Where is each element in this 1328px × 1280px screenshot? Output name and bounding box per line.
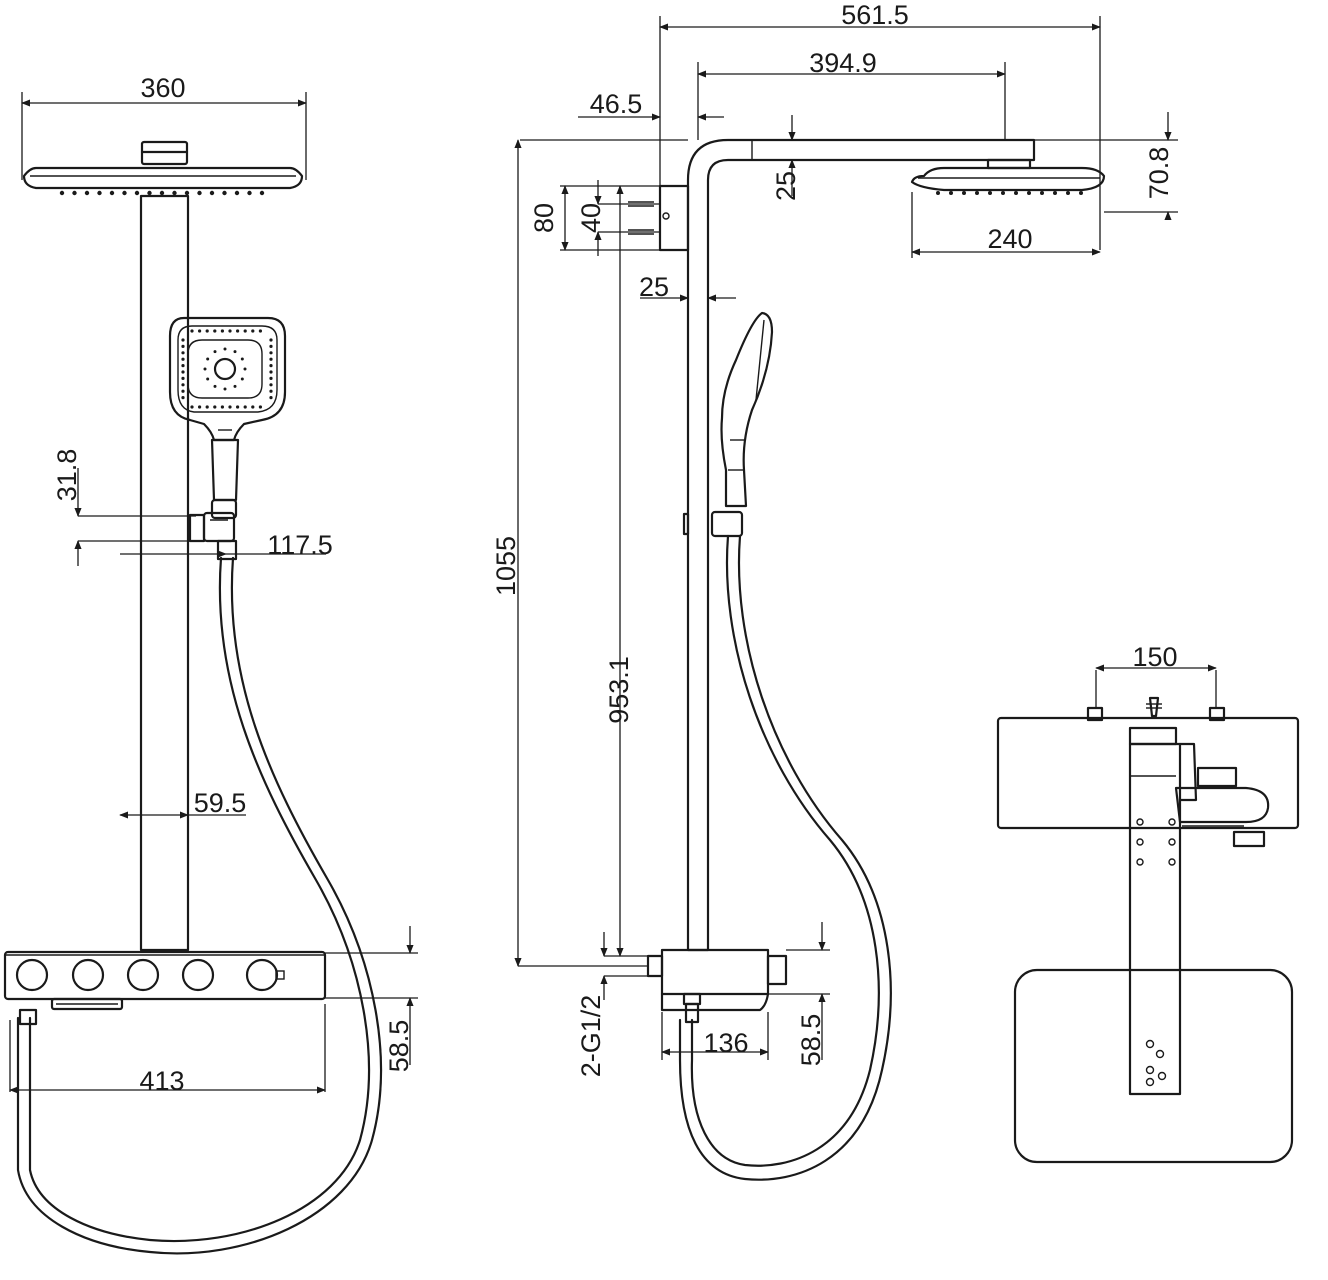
front-hand-shower	[168, 316, 287, 520]
dim-body-depth-label: 136	[703, 1028, 748, 1058]
side-view: 561.5 394.9 46.5 25 70.8 240 80 40 25 10…	[491, 0, 1178, 1181]
dim-arm-reach-label: 394.9	[809, 48, 877, 78]
dim-body-width-label: 413	[139, 1066, 184, 1096]
dim-bracket-inner-label: 40	[576, 203, 606, 233]
dim-holder-height-label: 31.8	[52, 449, 82, 502]
dim-bracket-outer-label: 80	[529, 203, 559, 233]
dim-inlet-spacing-label: 150	[1132, 642, 1177, 672]
top-thermostatic-body	[996, 716, 1300, 830]
dim-pipe-diameter-label: 25	[639, 272, 669, 302]
dim-connector-label: 2-G1/2	[576, 995, 606, 1078]
dim-total-reach-label: 561.5	[841, 0, 909, 30]
front-thermostatic-body	[3, 950, 327, 1011]
dim-side-body-height-label: 58.5	[796, 1014, 826, 1067]
front-view: 360 31.8 117.5 59.5 413 58.5	[3, 73, 418, 1255]
side-rail-and-arm	[686, 138, 1036, 952]
dim-head-height-label: 70.8	[1144, 147, 1174, 200]
side-dimension-lines	[514, 16, 1178, 1060]
front-hose	[28, 556, 371, 1243]
dim-wall-offset-label: 46.5	[590, 89, 643, 119]
front-dimension-lines	[9, 92, 418, 1094]
front-rain-shower-head	[22, 140, 304, 196]
dim-body-height-label: 58.5	[384, 1020, 414, 1073]
top-rain-shower-head	[1013, 968, 1294, 1164]
dim-head-width-label: 360	[140, 73, 185, 103]
dim-arm-thickness-label: 25	[771, 171, 801, 201]
front-shower-rail	[139, 194, 190, 952]
side-rain-shower-head	[910, 158, 1106, 195]
side-hose	[690, 534, 880, 1167]
dim-head-diameter-label: 240	[987, 224, 1032, 254]
dim-total-height-label: 1055	[491, 536, 521, 596]
dim-holder-offset-label: 117.5	[267, 530, 333, 560]
top-shower-rail	[1128, 742, 1182, 1096]
dim-rail-offset-label: 59.5	[194, 788, 247, 818]
dim-rail-height-label: 953.1	[604, 656, 634, 724]
side-hand-shower	[682, 311, 774, 538]
side-thermostatic-body	[646, 948, 788, 1024]
top-view: 150	[996, 642, 1300, 1164]
